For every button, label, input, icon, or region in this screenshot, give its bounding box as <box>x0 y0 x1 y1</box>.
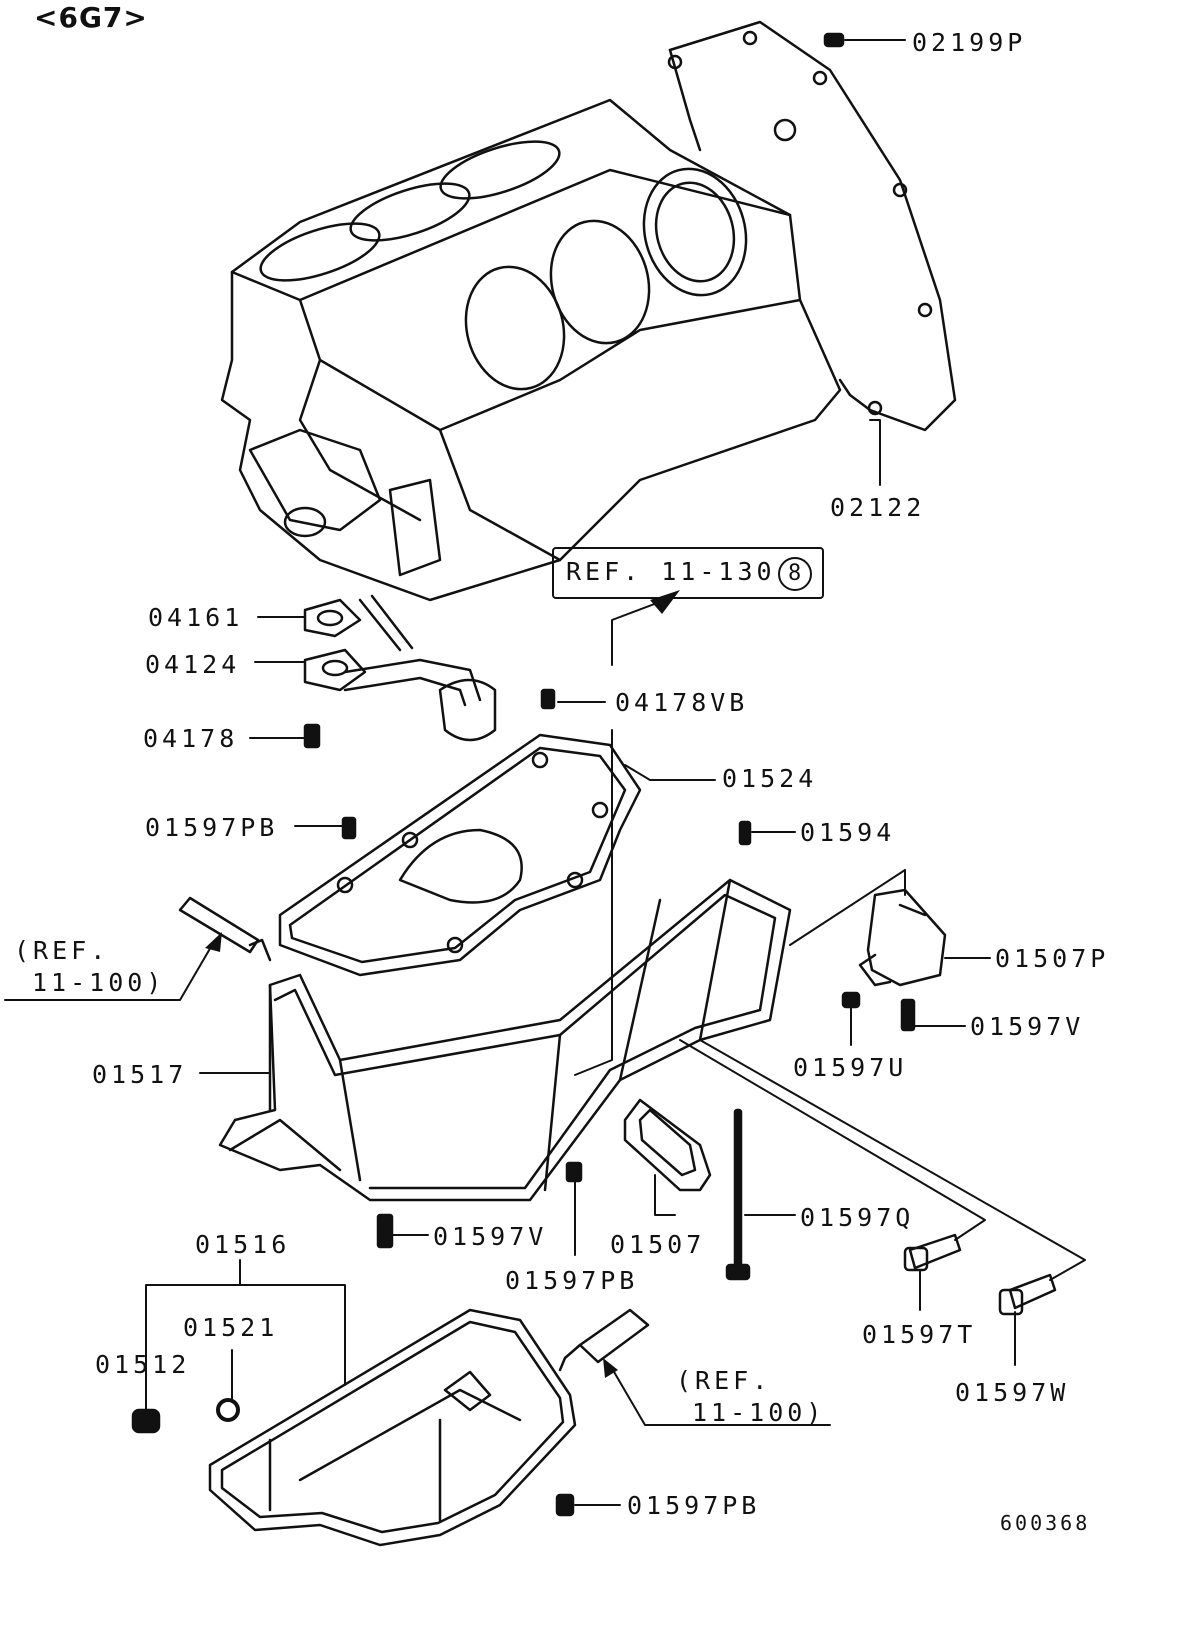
ref-callout-lower-line2: 11-100) <box>692 1398 826 1427</box>
part-label-04161[interactable]: 04161 <box>148 603 244 632</box>
ref-callout-lower-line1: (REF. <box>676 1366 772 1395</box>
part-label-04178[interactable]: 04178 <box>143 724 239 753</box>
part-label-01524[interactable]: 01524 <box>722 764 818 793</box>
fasteners-drawing <box>131 32 916 1517</box>
part-label-01516[interactable]: 01516 <box>195 1230 291 1259</box>
part-label-01594[interactable]: 01594 <box>800 818 896 847</box>
part-label-01597V-right[interactable]: 01597V <box>970 1012 1085 1041</box>
reference-box-text: REF. 11-130 <box>566 557 776 586</box>
part-label-04178VB[interactable]: 04178VB <box>615 688 749 717</box>
sealant-tube-lower <box>558 1308 650 1372</box>
sealant-tube-upper <box>178 896 272 962</box>
part-label-01507[interactable]: 01507 <box>610 1230 706 1259</box>
part-label-01512[interactable]: 01512 <box>95 1350 191 1379</box>
cover-drawing <box>858 888 947 987</box>
engine-code-label: <6G7> <box>34 1 148 34</box>
part-label-01507P[interactable]: 01507P <box>995 944 1110 973</box>
lower-oil-pan-drawing <box>208 1308 577 1547</box>
bolts-drawing <box>903 1233 1057 1316</box>
part-label-02122[interactable]: 02122 <box>830 493 926 522</box>
part-label-01597Q[interactable]: 01597Q <box>800 1203 915 1232</box>
engine-block-drawing <box>220 20 957 602</box>
leader-lines <box>4 39 1086 1506</box>
ref-callout-upper-line2: 11-100) <box>32 968 166 997</box>
ref-arrows <box>205 590 680 1378</box>
ref-callout-upper-line1: (REF. <box>14 936 110 965</box>
part-label-01597PB-upper[interactable]: 01597PB <box>145 813 279 842</box>
reference-circle-number: 8 <box>777 557 812 591</box>
upper-oil-pan-drawing <box>218 878 792 1202</box>
part-label-01597PB-lower[interactable]: 01597PB <box>627 1491 761 1520</box>
oil-strainer-drawing <box>303 594 497 742</box>
diagram-number: 600368 <box>1000 1511 1091 1535</box>
part-label-01597PB-center[interactable]: 01597PB <box>505 1266 639 1295</box>
part-label-01597V-center[interactable]: 01597V <box>433 1222 548 1251</box>
gasket-drawing <box>623 1098 712 1192</box>
part-label-01521[interactable]: 01521 <box>183 1313 279 1342</box>
part-label-01597T[interactable]: 01597T <box>862 1320 977 1349</box>
part-label-01597U[interactable]: 01597U <box>793 1053 908 1082</box>
part-label-01517[interactable]: 01517 <box>92 1060 188 1089</box>
part-label-01597W[interactable]: 01597W <box>955 1378 1070 1407</box>
part-label-04124[interactable]: 04124 <box>145 650 241 679</box>
baffle-plate-drawing <box>278 733 642 977</box>
part-label-02199P[interactable]: 02199P <box>912 28 1027 57</box>
